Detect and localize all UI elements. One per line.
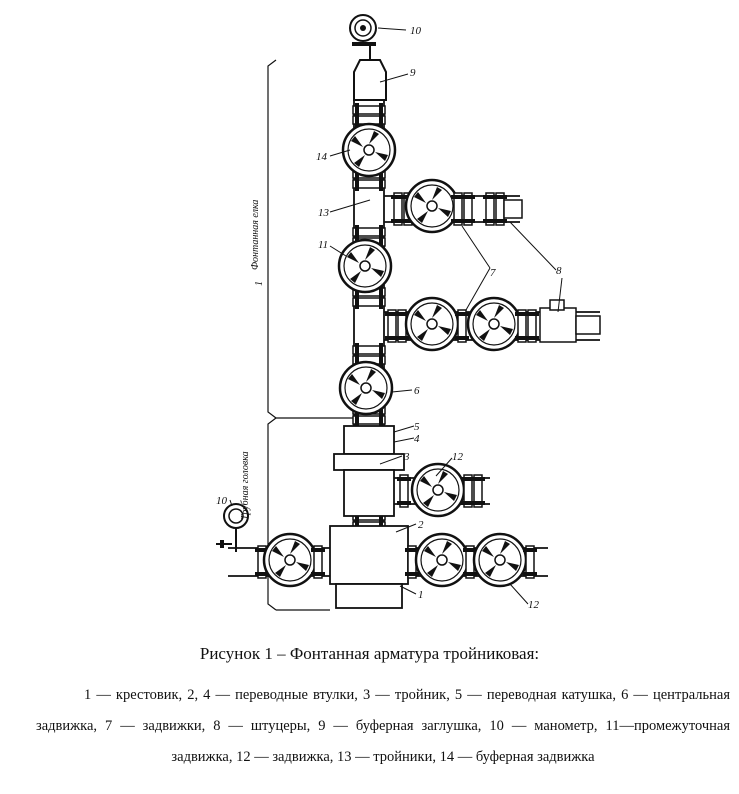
callout-12-top: 12	[452, 451, 464, 463]
lower-branch-valve-wheel-2	[466, 296, 522, 352]
callout-10-top: 10	[410, 25, 422, 37]
callout-4: 4	[414, 433, 420, 445]
pressure-gauge-top	[349, 14, 377, 60]
figure-caption: Рисунок 1 – Фонтанная арматура тройников…	[199, 644, 540, 663]
side-label-christmas-tree: Фонтанная елка	[250, 200, 261, 270]
callout-14: 14	[316, 151, 328, 163]
callout-1: 1	[418, 589, 424, 601]
right-cross-valve-wheel-1	[414, 532, 470, 588]
side-label-tubing-head: Трубная головка	[240, 451, 251, 520]
callout-9: 9	[410, 67, 416, 79]
right-cross-valve-wheel-2	[472, 532, 528, 588]
callout-7: 7	[490, 267, 496, 279]
lower-choke	[539, 299, 601, 343]
central-valve-wheel	[338, 360, 394, 416]
left-cross-valve-wheel	[262, 532, 318, 588]
upper-choke	[503, 199, 523, 219]
callout-8: 8	[556, 265, 562, 277]
tee-valve-wheel	[410, 462, 466, 518]
pressure-gauge-side	[216, 503, 249, 552]
callout-13: 13	[318, 207, 330, 219]
buffer-plug	[353, 59, 387, 101]
upper-branch-valve-wheel	[404, 178, 460, 234]
side-bracket-upper	[267, 59, 360, 611]
buffer-valve-wheel	[341, 122, 397, 178]
callout-11: 11	[318, 239, 328, 251]
wellhead-drawing: 10 9 14 13 11 7 8 6 5 4 3 12 2 1 12 10 Ф…	[216, 14, 601, 611]
callout-3: 3	[403, 451, 410, 463]
callout-6: 6	[414, 385, 420, 397]
figure-legend: 1 — крестовик, 2, 4 — переводные втулки,…	[36, 680, 730, 773]
callout-2: 2	[418, 519, 424, 531]
leader-lines	[229, 27, 563, 605]
cross-body	[329, 525, 409, 609]
callout-numbers: 10 9 14 13 11 7 8 6 5 4 3 12 2 1 12 10	[216, 25, 562, 611]
callout-12-bottom: 12	[528, 599, 540, 611]
legend-text: 1 — крестовик, 2, 4 — переводные втулки,…	[36, 687, 730, 765]
callout-10-side: 10	[216, 495, 228, 507]
intermediate-valve-wheel	[337, 238, 393, 294]
tubing-head-spool	[333, 425, 405, 517]
lower-branch-valve-wheel-1	[404, 296, 460, 352]
side-label-number: 1	[254, 281, 265, 286]
callout-5: 5	[414, 421, 420, 433]
